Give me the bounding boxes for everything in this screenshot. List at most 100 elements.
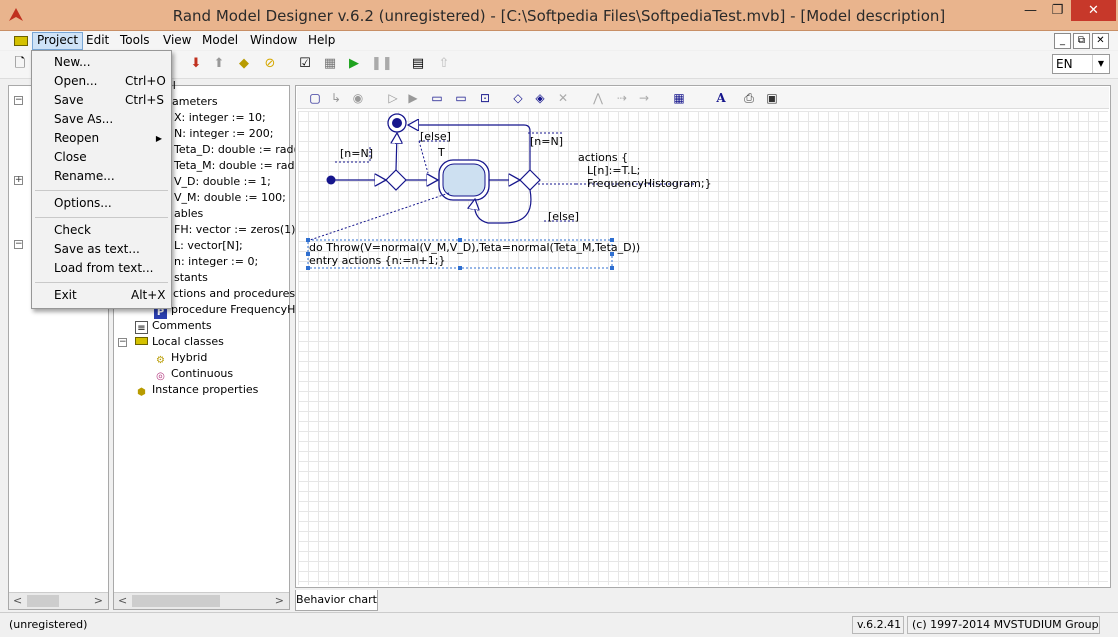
menu-item-check[interactable]: Check xyxy=(33,221,170,240)
menu-item-save[interactable]: Save Ctrl+S xyxy=(33,91,170,110)
else-label-bottom[interactable]: [else] xyxy=(548,210,579,223)
branch-icon[interactable]: ⇢ xyxy=(616,91,628,105)
new-document-icon[interactable]: 🗋 xyxy=(14,56,26,71)
restore-button[interactable]: ❐ xyxy=(1051,3,1064,18)
mdi-restore-button[interactable]: ⧉ xyxy=(1073,33,1090,49)
menu-item-reopen[interactable]: Reopen ▶ xyxy=(33,129,170,148)
tree-item[interactable]: V_D: double := 1; xyxy=(174,175,271,188)
mdi-minimize-button[interactable]: _ xyxy=(1054,33,1071,49)
image-icon[interactable]: ▣ xyxy=(766,91,778,105)
guard-label-left[interactable]: [n=N] xyxy=(340,147,373,160)
scrollbar-thumb[interactable] xyxy=(27,595,59,607)
pause-icon[interactable]: ❚❚ xyxy=(371,56,393,71)
menu-item-rename[interactable]: Rename... xyxy=(33,167,170,186)
transition-tool-icon[interactable]: ↳ xyxy=(330,91,342,105)
tree-item[interactable]: Teta_D: double := rad(1 xyxy=(174,143,305,156)
state-in-icon[interactable]: ▭ xyxy=(431,91,443,105)
tree-item[interactable]: L: vector[N]; xyxy=(174,239,243,252)
menu-item-save-as-text[interactable]: Save as text... xyxy=(33,240,170,259)
menu-item-exit[interactable]: Exit Alt+X xyxy=(33,286,170,305)
arrow-right-icon[interactable]: → xyxy=(638,91,650,105)
collapse-icon[interactable]: − xyxy=(118,337,127,347)
menu-item-open[interactable]: Open... Ctrl+O xyxy=(33,72,170,91)
tree-item-instance-properties[interactable]: ⬢Instance properties xyxy=(135,382,258,398)
do-action-text[interactable]: do Throw(V=normal(V_M,V_D),Teta=normal(T… xyxy=(309,241,641,254)
print-icon[interactable]: ⎙ xyxy=(744,91,754,105)
tree-item[interactable]: stants xyxy=(174,271,208,284)
horizontal-scrollbar[interactable]: < > xyxy=(114,592,289,609)
menu-project[interactable]: Project xyxy=(32,32,84,50)
play-icon[interactable]: ▶ xyxy=(408,91,418,105)
tree-item-comments[interactable]: ≡Comments xyxy=(135,318,212,334)
menu-window[interactable]: Window xyxy=(250,33,298,47)
menu-item-close[interactable]: Close xyxy=(33,148,170,167)
mdi-close-button[interactable]: ✕ xyxy=(1092,33,1109,49)
menu-item-save-as[interactable]: Save As... xyxy=(33,110,170,129)
actions-line-3[interactable]: FrequencyHistogram;} xyxy=(587,177,712,190)
tree-item-continuous[interactable]: ◎Continuous xyxy=(154,366,233,382)
delete-icon[interactable]: ✕ xyxy=(557,91,569,105)
upload-icon[interactable]: ⬆ xyxy=(213,56,225,71)
entry-action-text[interactable]: entry actions {n:=n+1;} xyxy=(309,254,446,267)
junction-icon[interactable]: ◈ xyxy=(535,91,545,105)
close-button[interactable]: ✕ xyxy=(1071,0,1116,21)
menu-help[interactable]: Help xyxy=(308,33,336,47)
text-tool-icon[interactable]: A xyxy=(716,91,726,105)
collapse-icon[interactable]: − xyxy=(14,239,23,249)
tree-item[interactable]: ables xyxy=(174,207,204,220)
state-tool-icon[interactable]: ▢ xyxy=(309,91,321,105)
menu-item-shortcut: Alt+X xyxy=(131,288,166,302)
state-next-icon[interactable]: ⊡ xyxy=(479,91,491,105)
fork-icon[interactable]: ⋀ xyxy=(593,91,603,105)
state-out-icon[interactable]: ▭ xyxy=(455,91,467,105)
scroll-right-icon[interactable]: > xyxy=(93,594,103,607)
download-icon[interactable]: ⬇ xyxy=(190,56,202,71)
menu-tools[interactable]: Tools xyxy=(120,33,150,47)
menu-item-label: Save As... xyxy=(54,112,114,126)
else-label-top[interactable]: [else] xyxy=(420,130,451,143)
step-icon[interactable]: ▷ xyxy=(388,91,398,105)
calculator-icon[interactable]: ▤ xyxy=(411,56,425,71)
menu-item-load-from-text[interactable]: Load from text... xyxy=(33,259,170,278)
minimize-button[interactable]: — xyxy=(1024,3,1037,18)
arrow-up-icon[interactable]: ⇧ xyxy=(438,56,450,71)
tree-item[interactable]: Teta_M: double := rad(4 xyxy=(174,159,306,172)
decision-icon[interactable]: ◇ xyxy=(513,91,523,105)
scroll-left-icon[interactable]: < xyxy=(13,594,23,607)
tab-behavior-chart[interactable]: Behavior chart xyxy=(295,590,378,611)
menu-item-new[interactable]: New... xyxy=(33,53,170,72)
menu-model[interactable]: Model xyxy=(202,33,239,47)
menu-view[interactable]: View xyxy=(163,33,192,47)
grid-icon[interactable]: ▦ xyxy=(673,91,685,105)
eraser-icon[interactable]: ◆ xyxy=(239,56,249,71)
scrollbar-thumb[interactable] xyxy=(132,595,220,607)
expand-icon[interactable]: + xyxy=(14,175,23,185)
scroll-right-icon[interactable]: > xyxy=(274,594,284,607)
tree-item[interactable]: ameters xyxy=(172,95,218,108)
tree-item[interactable]: N: integer := 200; xyxy=(174,127,274,140)
tree-item[interactable]: X: integer := 10; xyxy=(174,111,266,124)
tree-item[interactable]: n: integer := 0; xyxy=(174,255,259,268)
t-label[interactable]: T xyxy=(438,146,445,159)
actions-line-1[interactable]: actions { xyxy=(578,151,629,164)
tree-item-hybrid[interactable]: ⚙Hybrid xyxy=(154,350,207,366)
diagram-canvas[interactable]: [n=N] [else] T [n=N] [else] actions { L[… xyxy=(298,111,1108,585)
check-icon[interactable]: ☑ xyxy=(299,56,311,71)
compile-icon[interactable]: ▦ xyxy=(323,56,337,71)
tree-item[interactable]: V_M: double := 100; xyxy=(174,191,286,204)
tree-item[interactable]: ctions and procedures xyxy=(173,287,296,300)
menu-edit[interactable]: Edit xyxy=(86,33,110,47)
actions-line-2[interactable]: L[n]:=T.L; xyxy=(587,164,641,177)
initial-state-icon[interactable]: ◉ xyxy=(352,91,364,105)
tree-item-local-classes[interactable]: Local classes xyxy=(135,334,224,350)
no-symbol-icon[interactable]: ⊘ xyxy=(264,56,276,71)
language-select[interactable]: EN ▼ xyxy=(1052,54,1110,74)
collapse-icon[interactable]: − xyxy=(14,95,23,105)
menu-item-options[interactable]: Options... xyxy=(33,194,170,213)
guard-label-right[interactable]: [n=N] xyxy=(530,135,563,148)
tree-item[interactable]: FH: vector := zeros(1); xyxy=(174,223,300,236)
horizontal-scrollbar[interactable]: < > xyxy=(9,592,108,609)
run-icon[interactable]: ▶ xyxy=(349,56,359,71)
scroll-left-icon[interactable]: < xyxy=(118,594,128,607)
